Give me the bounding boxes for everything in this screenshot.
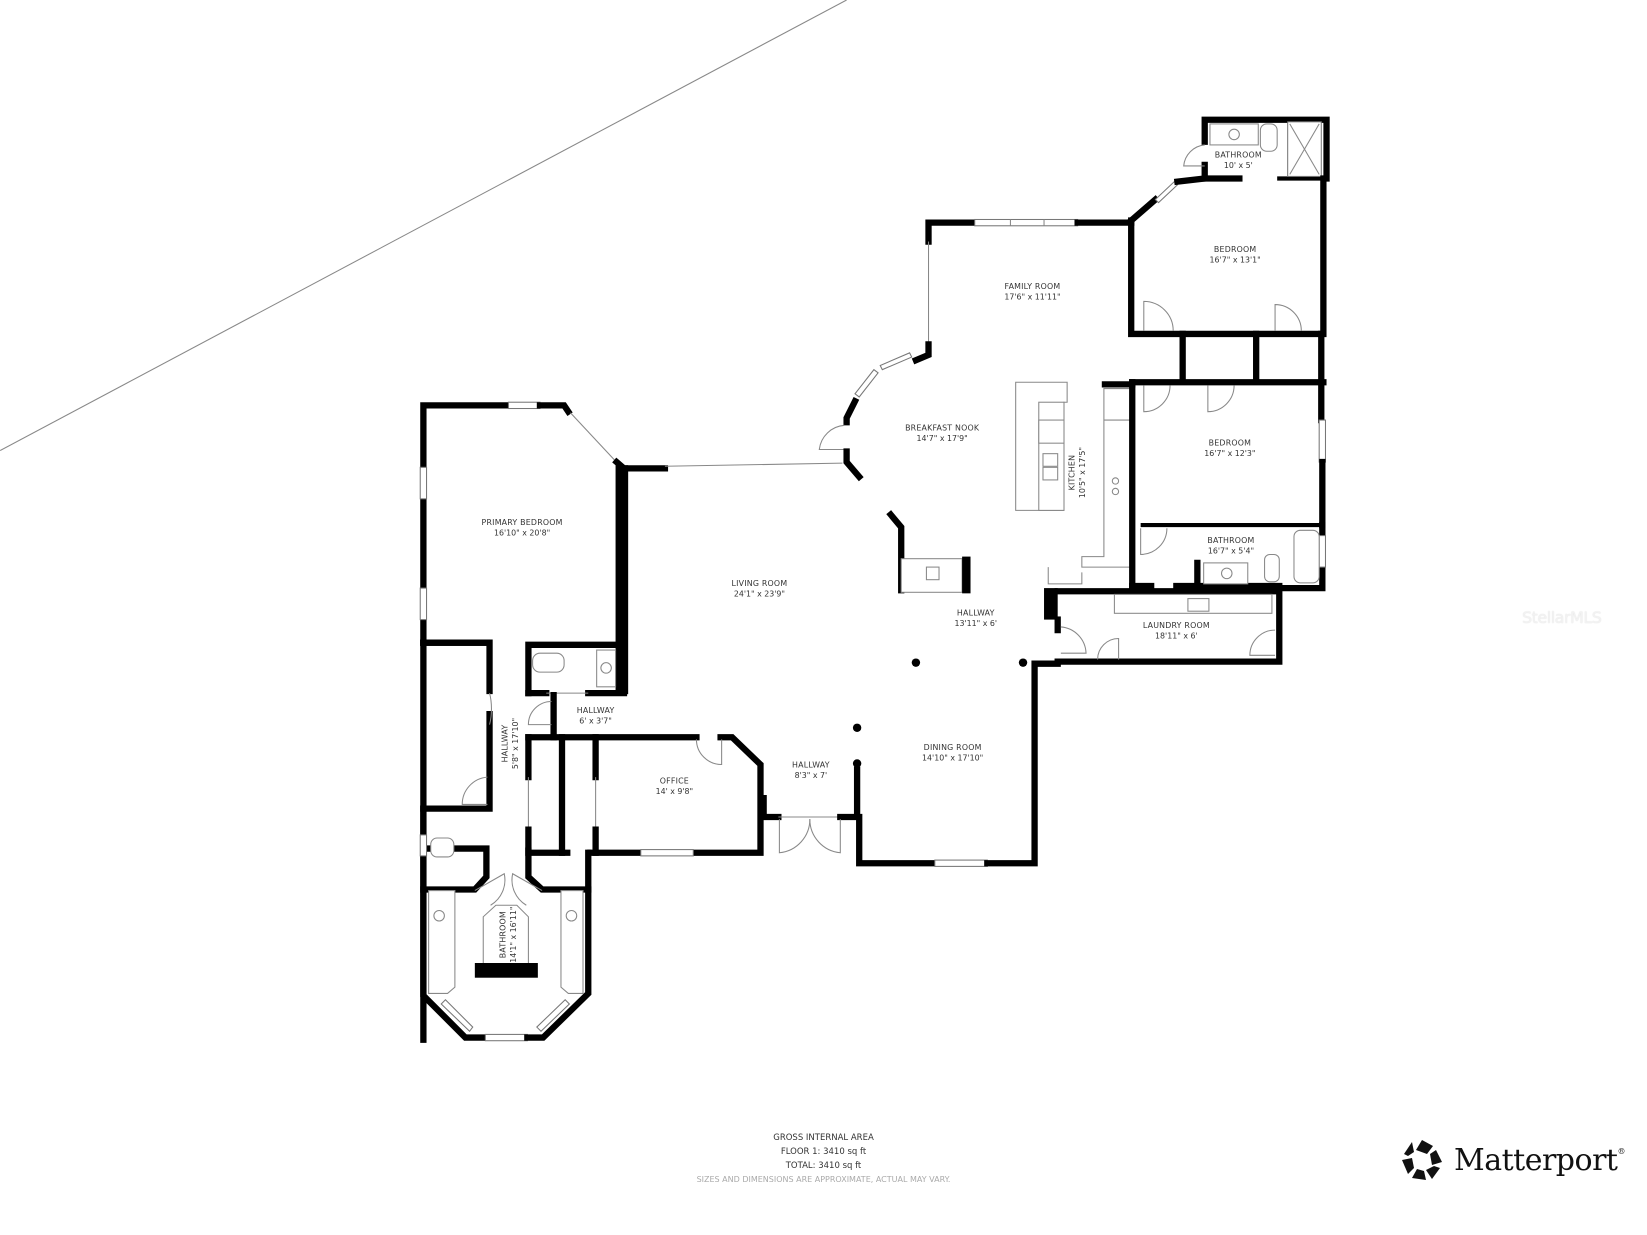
room-dim-living-room: 24'1" x 23'9" [734, 589, 785, 598]
room-dim-bathroom-3: 10' x 5' [1224, 161, 1253, 170]
room-dim-dining-room: 14'10" x 17'10" [922, 753, 983, 762]
bathroom-middle-walls [1129, 521, 1327, 592]
room-labels: BATHROOM 10' x 5' BEDROOM 16'7" x 13'1" … [482, 151, 1262, 963]
matterport-star-logo-icon [1402, 1140, 1442, 1180]
room-dim-laundry-room: 18'11" x 6' [1155, 632, 1198, 641]
room-dim-hallway-entry: 8'3" x 7' [795, 771, 828, 780]
room-dim-kitchen: 10'5" x 17'5" [1078, 447, 1087, 498]
room-label-bedroom-2: BEDROOM [1214, 245, 1257, 254]
primary-bathroom-walls [419, 805, 592, 1042]
room-label-hallway-long: HALLWAY [500, 725, 509, 763]
breakfast-counter [900, 556, 971, 594]
room-dim-primary-bedroom: 16'10" x 20'8" [494, 529, 550, 538]
room-label-living-room: LIVING ROOM [732, 579, 788, 588]
bedroom-middle-walls [1101, 330, 1327, 590]
room-dim-office: 14' x 9'8" [656, 787, 694, 796]
room-label-hallway-main: HALLWAY [957, 608, 995, 617]
room-dim-hallway-long: 5'8" x 17'10" [511, 718, 520, 769]
primary-bedroom-walls [419, 401, 843, 695]
room-dim-bedroom-2: 16'7" x 13'1" [1210, 256, 1261, 265]
room-label-hallway-small: HALLWAY [577, 706, 615, 715]
powder-bath-walls [525, 641, 628, 741]
family-room-walls [911, 218, 1135, 365]
room-label-hallway-entry: HALLWAY [792, 761, 830, 770]
room-dim-family-room: 17'6" x 11'11" [1004, 292, 1060, 301]
matterport-brand: Matterport® [1400, 1138, 1625, 1182]
dining-entry-walls [760, 660, 1061, 867]
room-label-primary-bedroom: PRIMARY BEDROOM [482, 518, 563, 527]
room-label-bedroom-3: BEDROOM [1209, 438, 1252, 447]
room-label-office: OFFICE [660, 776, 689, 785]
room-label-bathroom-2: BATHROOM [1207, 536, 1254, 545]
column-posts [852, 658, 1028, 768]
room-label-primary-bathroom: BATHROOM [498, 911, 507, 958]
gross-area-title: GROSS INTERNAL AREA [773, 1133, 874, 1143]
room-dim-hallway-small: 6' x 3'7" [579, 717, 612, 726]
room-dim-breakfast-nook: 14'7" x 17'9" [917, 434, 968, 443]
laundry-room-walls [1044, 588, 1283, 665]
total-area: TOTAL: 3410 sq ft [785, 1161, 862, 1171]
room-dim-bathroom-2: 16'7" x 5'4" [1208, 546, 1254, 555]
kitchen-counters [1015, 381, 1132, 585]
bathroom-10x5-walls [1183, 116, 1330, 182]
room-label-dining-room: DINING ROOM [924, 743, 982, 752]
disclaimer: SIZES AND DIMENSIONS ARE APPROXIMATE, AC… [696, 1175, 951, 1184]
room-dim-hallway-main: 13'11" x 6' [954, 619, 997, 628]
stellarmls-watermark: StellarMLS [1522, 608, 1602, 627]
floor-area: FLOOR 1: 3410 sq ft [780, 1147, 867, 1157]
bedroom-upper-walls [1126, 175, 1327, 338]
room-dim-bedroom-3: 16'7" x 12'3" [1204, 449, 1255, 458]
room-label-kitchen: KITCHEN [1067, 455, 1076, 491]
room-label-laundry-room: LAUNDRY ROOM [1143, 621, 1210, 630]
matterport-wordmark: Matterport® [1454, 1142, 1625, 1178]
room-label-bathroom-3: BATHROOM [1215, 151, 1262, 160]
room-label-breakfast-nook: BREAKFAST NOOK [905, 424, 980, 433]
office-walls [525, 734, 764, 857]
room-dim-primary-bathroom: 14'1" x 16'11" [509, 907, 518, 963]
breakfast-nook-walls [0, 0, 913, 594]
room-label-family-room: FAMILY ROOM [1005, 282, 1061, 291]
